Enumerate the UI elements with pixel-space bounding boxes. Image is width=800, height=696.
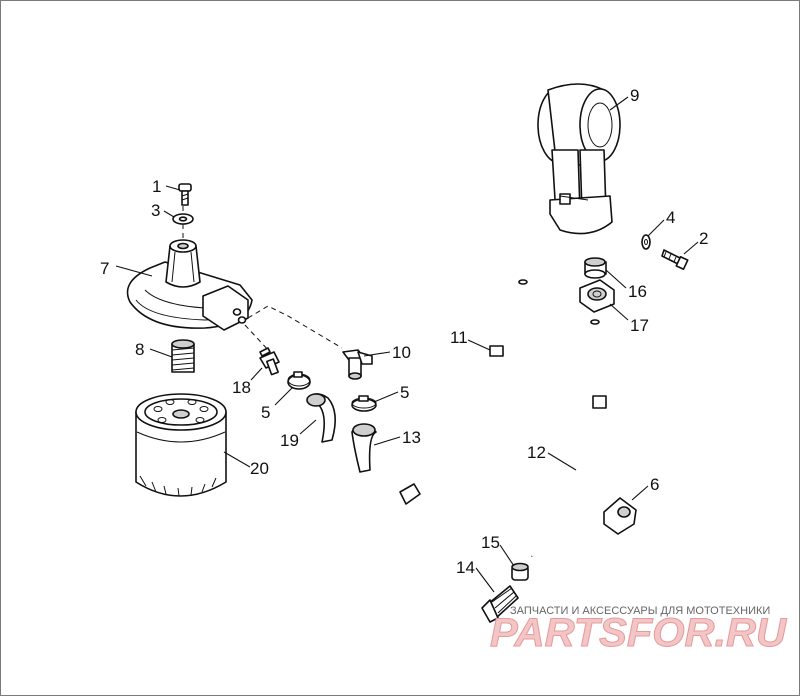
- callout-6: 6: [650, 475, 659, 494]
- callout-19: 19: [280, 431, 299, 450]
- part-12-oil-line: [530, 319, 607, 557]
- callout-10: 10: [392, 343, 411, 362]
- callout-2: 2: [699, 229, 708, 248]
- part-9-oil-reservoir: [537, 83, 621, 235]
- part-17-fitting-nut: [579, 279, 615, 313]
- part-14-drain-fitting: [481, 585, 519, 623]
- part-4-washer: [641, 234, 651, 250]
- part-5-hose-clamp-left: [287, 371, 311, 390]
- callout-16: 16: [628, 282, 647, 301]
- callout-9: 9: [630, 86, 639, 105]
- callout-5-right: 5: [400, 383, 409, 402]
- callout-15: 15: [481, 533, 500, 552]
- callout-8: 8: [135, 340, 144, 359]
- part-3-washer: [172, 213, 194, 225]
- part-7-filter-mount: [126, 239, 253, 331]
- callout-labels: 1 3 7 8 20 18 5 19 10 5 13 9 4 2 16 17 1…: [100, 86, 708, 577]
- assembly-dashed-lines: [182, 206, 343, 353]
- callout-7: 7: [100, 259, 109, 278]
- watermark-caption: ЗАПЧАСТИ И АКСЕССУАРЫ ДЛЯ МОТОТЕХНИКИ: [510, 605, 770, 617]
- watermark-logo: PARTSFOR.RU: [490, 611, 787, 655]
- part-18-fitting: [259, 347, 280, 376]
- callout-17: 17: [630, 316, 649, 335]
- part-8-threaded-nipple: [171, 339, 195, 373]
- callout-5-left: 5: [261, 403, 270, 422]
- part-13-hose: [351, 423, 377, 473]
- part-1-bolt: [178, 183, 192, 206]
- callout-18: 18: [232, 378, 251, 397]
- callout-3: 3: [151, 201, 160, 220]
- part-5-hose-clamp-right: [351, 395, 377, 412]
- leader-lines: [115, 96, 699, 593]
- callout-1: 1: [152, 177, 161, 196]
- part-19-hose: [306, 393, 336, 443]
- callout-20: 20: [250, 459, 269, 478]
- watermark: ЗАПЧАСТИ И АКСЕССУАРЫ ДЛЯ МОТОТЕХНИКИ PA…: [490, 605, 788, 656]
- part-11-oil-line: [399, 279, 528, 505]
- part-20-oil-filter: [135, 393, 227, 497]
- part-6-clip: [603, 497, 637, 535]
- callout-11: 11: [450, 328, 468, 347]
- callout-13: 13: [402, 428, 421, 447]
- part-10-elbow-fitting: [342, 349, 373, 380]
- part-15-grommet: [511, 562, 529, 581]
- part-16-nut: [584, 257, 607, 279]
- part-2-bolt: [661, 249, 689, 271]
- callout-14: 14: [456, 558, 475, 577]
- callout-4: 4: [666, 208, 675, 227]
- callout-12: 12: [527, 443, 546, 462]
